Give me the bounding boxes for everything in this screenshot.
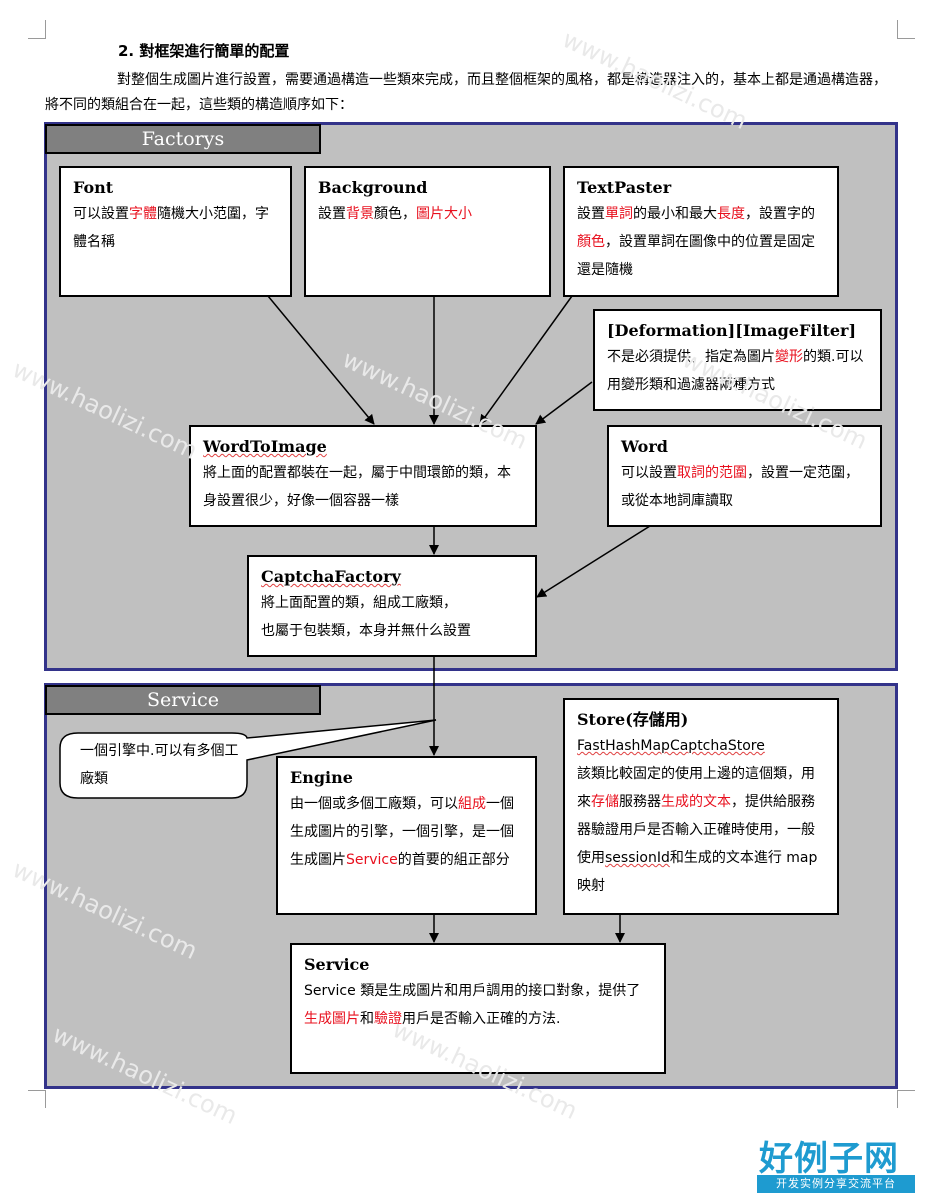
textpaster-title: TextPaster	[577, 178, 672, 197]
callout-text: 一個引擎中.可以有多個工廠類	[80, 743, 239, 787]
site-logo: 好例子网 开发实例分享交流平台	[757, 1131, 917, 1195]
crop-mark	[897, 38, 915, 39]
store-title: Store(存儲用)	[577, 710, 689, 729]
arrow-font-to-wordtoimage	[267, 295, 375, 425]
deformation-box: [Deformation][ImageFilter] 不是必須提供，指定為圖片變…	[593, 309, 882, 411]
service-tab: Service	[45, 685, 321, 715]
crop-mark	[897, 1090, 898, 1108]
word-box: Word 可以設置取詞的范圍，設置一定范圍，或從本地詞庫讀取	[607, 425, 882, 527]
factorys-tab: Factorys	[45, 124, 321, 154]
crop-mark	[45, 1090, 46, 1108]
store-class-name: FastHashMapCaptchaStore	[577, 738, 765, 754]
word-title: Word	[621, 437, 668, 456]
font-title: Font	[73, 178, 114, 197]
service-box: Service Service 類是生成圖片和用戶調用的接口對象，提供了生成圖片…	[290, 943, 666, 1074]
engine-box: Engine 由一個或多個工廠類，可以組成一個生成圖片的引擎，一個引擎，是一個生…	[276, 756, 537, 915]
crop-mark	[28, 1090, 46, 1091]
logo-main-text: 好例子网	[759, 1139, 899, 1179]
section-heading: 2. 對框架進行簡單的配置	[118, 42, 290, 60]
font-box: Font 可以設置字體隨機大小范圍，字體名稱	[59, 166, 292, 297]
crop-mark	[897, 1090, 915, 1091]
store-box: Store(存儲用) FastHashMapCaptchaStore 該類比較固…	[563, 698, 839, 915]
arrow-textpaster-to-wordtoimage	[479, 295, 573, 425]
captchafactory-box: CaptchaFactory 將上面配置的類，組成工廠類， 也屬于包裝類，本身并…	[247, 555, 537, 657]
crop-mark	[28, 38, 46, 39]
font-highlight: 字體	[129, 206, 157, 222]
captchafactory-title: CaptchaFactory	[261, 567, 401, 586]
crop-mark	[45, 20, 46, 38]
logo-sub-text: 开发实例分享交流平台	[757, 1175, 915, 1193]
wordtoimage-box: WordToImage 將上面的配置都裝在一起，屬于中間環節的類，本身設置很少，…	[189, 425, 537, 527]
arrow-deformation-to-wordtoimage	[535, 381, 593, 425]
wordtoimage-title: WordToImage	[203, 437, 327, 456]
arrow-word-to-captchafactory	[536, 525, 651, 598]
callout-bubble	[59, 719, 437, 799]
background-box: Background 設置背景顏色，圖片大小	[304, 166, 551, 297]
deformation-title: [Deformation][ImageFilter]	[607, 321, 857, 340]
engine-title: Engine	[290, 768, 353, 787]
intro-paragraph: 對整個生成圖片進行設置，需要通過構造一些類來完成，而且整個框架的風格，都是構造器…	[45, 72, 887, 113]
textpaster-box: TextPaster 設置單詞的最小和最大長度，設置字的顏色，設置單詞在圖像中的…	[563, 166, 839, 297]
service-title: Service	[304, 955, 370, 974]
background-title: Background	[318, 178, 428, 197]
crop-mark	[897, 20, 898, 38]
